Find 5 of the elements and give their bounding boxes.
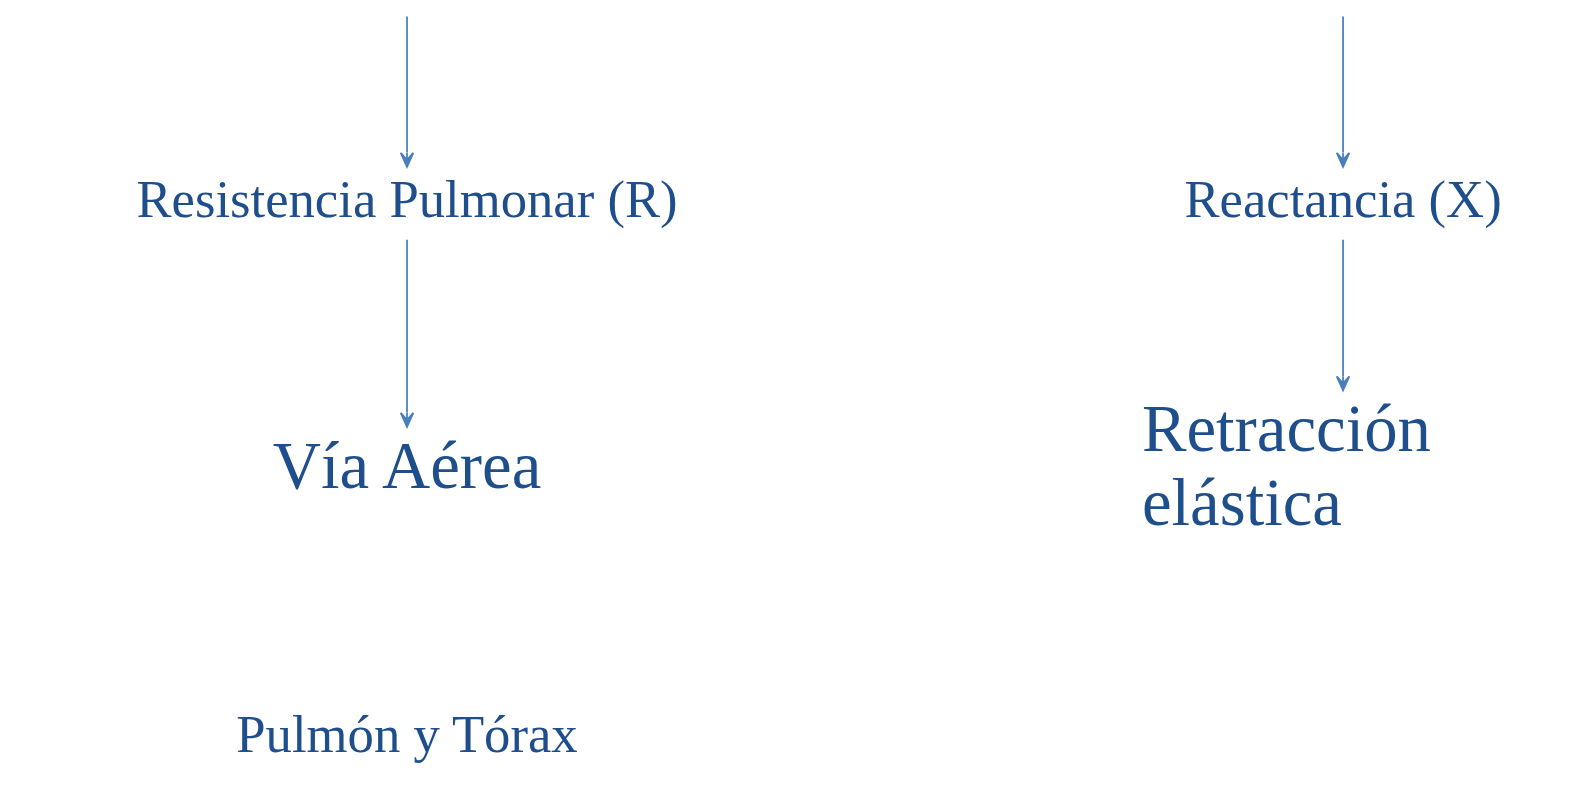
node-text: Vía Aérea bbox=[272, 428, 542, 502]
node-text: Retracción elástica bbox=[1141, 391, 1431, 539]
node-text: Reactancia (X) bbox=[1184, 169, 1502, 228]
node-text: Resistencia Pulmonar (R) bbox=[136, 169, 678, 228]
label: Pulmón y Tórax bbox=[236, 705, 578, 764]
